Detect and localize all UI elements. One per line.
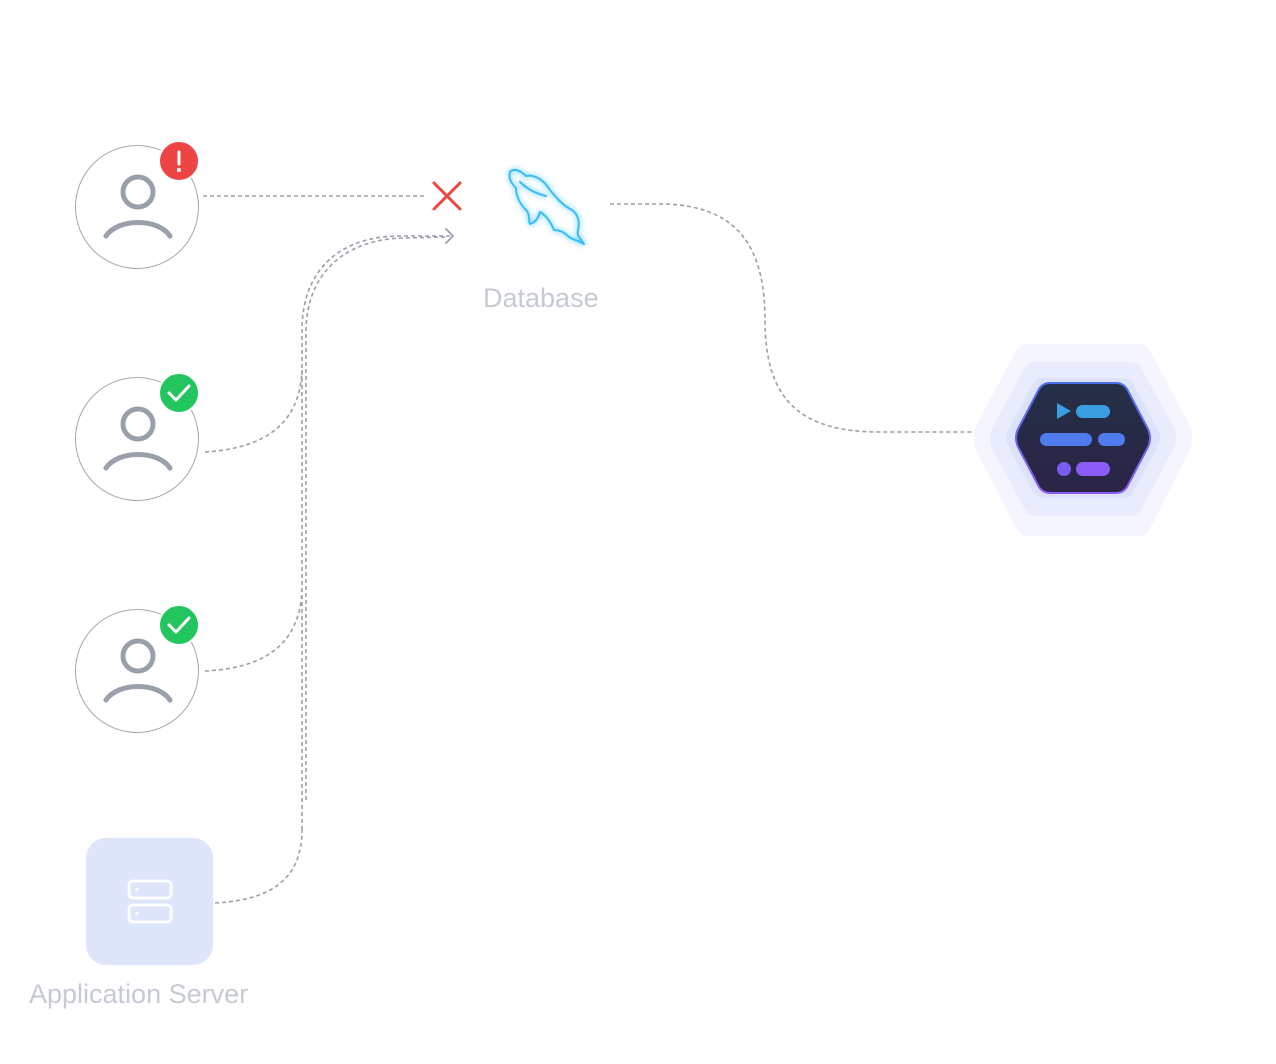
- database-node[interactable]: [498, 160, 594, 250]
- app-server-label: Application Server: [29, 979, 249, 1009]
- app-server-node[interactable]: [86, 838, 213, 965]
- hexagon-app-logo-icon: [974, 344, 1192, 536]
- client-user-2[interactable]: [75, 372, 200, 501]
- database-label: Database: [483, 283, 599, 313]
- connector-trunk: [301, 235, 450, 830]
- user-icon: [103, 406, 173, 471]
- connector-db-proxy: [610, 203, 998, 433]
- check-icon: [167, 384, 191, 402]
- proxy-node[interactable]: [970, 338, 1196, 542]
- exclamation-icon: [177, 150, 181, 172]
- mysql-dolphin-icon: [508, 168, 585, 245]
- x-icon: [430, 179, 464, 213]
- check-icon: [167, 616, 191, 634]
- connector-client-2: [204, 369, 303, 453]
- connector-app-server: [214, 829, 303, 904]
- status-ok-badge: [158, 372, 200, 414]
- status-ok-badge: [158, 604, 200, 646]
- client-user-3[interactable]: [75, 604, 200, 733]
- client-user-1[interactable]: [75, 140, 200, 269]
- arrow-head-icon: [445, 228, 454, 244]
- connector-client-3: [204, 589, 303, 672]
- user-icon: [103, 174, 173, 239]
- user-icon: [103, 638, 173, 703]
- server-icon: [127, 879, 173, 924]
- status-error-badge: [158, 140, 200, 182]
